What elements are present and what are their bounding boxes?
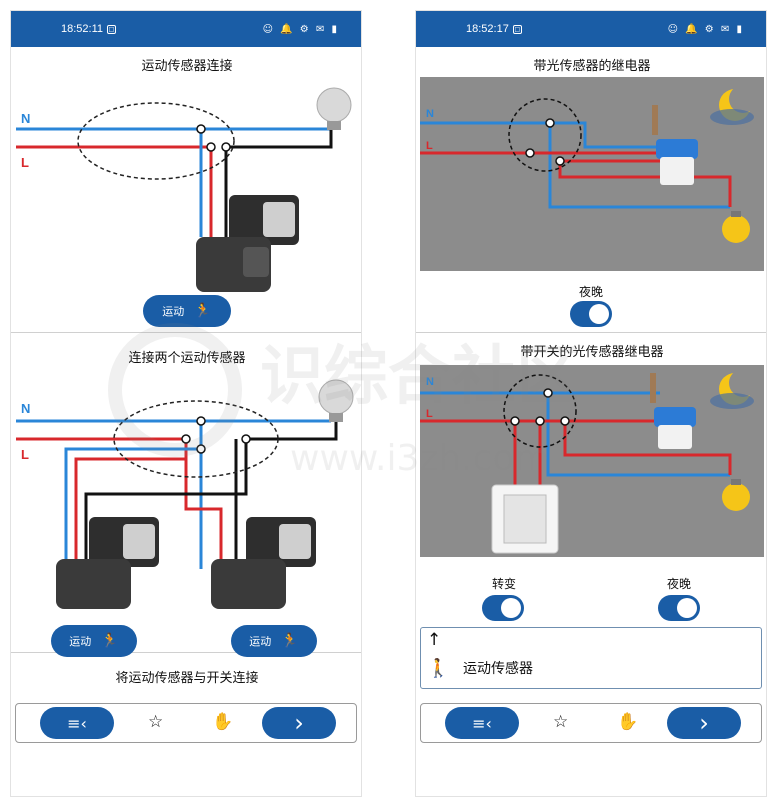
toggle-knob xyxy=(677,598,697,618)
live-label: L xyxy=(426,408,433,420)
live-label: L xyxy=(21,155,29,170)
status-time: 18:52:17 xyxy=(466,23,509,35)
wiring-diagram-two-sensors: N L xyxy=(16,379,354,609)
live-label: L xyxy=(21,447,29,462)
star-icon[interactable]: ☆ xyxy=(553,712,569,732)
sensor-card-label: 运动传感器 xyxy=(463,661,533,677)
live-label: L xyxy=(426,140,433,152)
status-bar: 18:52:17 □ ☺ 🔔 ⚙ ✉ ▮ xyxy=(416,11,766,47)
wiring-diagram-single-sensor: N L xyxy=(16,87,352,292)
next-button[interactable]: › xyxy=(262,707,336,739)
section-sensor-with-switch: 将运动传感器与开关连接 xyxy=(11,653,361,713)
bottom-navigation-bar: ≡‹ ☆ ✋ › xyxy=(420,703,762,743)
run-icon: 🏃 xyxy=(281,633,299,649)
switch-toggle[interactable] xyxy=(482,595,524,621)
motion-button-label: 运动 xyxy=(162,305,185,318)
motion-sensor-icon: 🚶 xyxy=(427,658,450,679)
wall-switch-icon xyxy=(491,484,559,554)
motion-button[interactable]: 运动 🏃 xyxy=(143,295,231,327)
moon-stars-icon xyxy=(710,369,757,409)
section-motion-sensor-connection: 运动传感器连接 N L 运动 � xyxy=(11,47,361,333)
light-sensor-relay-icon xyxy=(652,105,698,185)
section-title: 运动传感器连接 xyxy=(141,59,233,74)
section-title: 带开关的光传感器继电器 xyxy=(520,345,664,360)
up-arrow-icon: ↑ xyxy=(427,630,442,650)
toggle-knob xyxy=(589,304,609,324)
motion-button-sensor-1[interactable]: 运动 🏃 xyxy=(51,625,137,657)
light-bulb-icon xyxy=(722,211,750,243)
left-phone-screen: 18:52:11 □ ☺ 🔔 ⚙ ✉ ▮ 运动传感器连接 N L xyxy=(10,10,362,797)
light-sensor-relay-icon xyxy=(650,373,696,449)
motion-button-label: 运动 xyxy=(249,635,272,648)
neutral-label: N xyxy=(21,401,30,416)
night-toggle-label: 夜晚 xyxy=(666,577,691,591)
next-icon: › xyxy=(699,709,709,737)
next-icon: › xyxy=(294,709,304,737)
light-bulb-icon xyxy=(316,87,352,130)
star-icon[interactable]: ☆ xyxy=(148,712,164,732)
right-phone-screen: 18:52:17 □ ☺ 🔔 ⚙ ✉ ▮ 带光传感器的继电器 N L xyxy=(415,10,767,797)
moon-stars-icon xyxy=(710,85,757,125)
section-two-motion-sensors: 连接两个运动传感器 N L xyxy=(11,333,361,657)
run-icon: 🏃 xyxy=(101,633,119,649)
section-relay-light-sensor: 带光传感器的继电器 N L xyxy=(416,47,766,333)
motion-button-sensor-2[interactable]: 运动 🏃 xyxy=(231,625,317,657)
motion-sensor-card[interactable]: ↑ 🚶 运动传感器 xyxy=(420,627,762,689)
hand-icon[interactable]: ✋ xyxy=(212,712,234,732)
motion-sensor-device-icon xyxy=(211,517,316,609)
wiring-diagram-light-sensor-relay: N L xyxy=(420,77,764,271)
run-icon: 🏃 xyxy=(194,303,212,319)
neutral-label: N xyxy=(21,111,30,126)
menu-icon: ≡‹ xyxy=(67,713,87,733)
status-time: 18:52:11 xyxy=(61,23,104,35)
switch-toggle-label: 转变 xyxy=(491,577,516,591)
menu-icon: ≡‹ xyxy=(472,713,492,733)
neutral-label: N xyxy=(426,108,434,120)
menu-button[interactable]: ≡‹ xyxy=(445,707,519,739)
night-toggle[interactable] xyxy=(658,595,700,621)
hand-icon[interactable]: ✋ xyxy=(617,712,639,732)
night-toggle[interactable] xyxy=(570,301,612,327)
section-title: 将运动传感器与开关连接 xyxy=(115,671,259,686)
sim-icon: □ xyxy=(512,24,522,34)
toggle-knob xyxy=(501,598,521,618)
menu-button[interactable]: ≡‹ xyxy=(40,707,114,739)
wiring-diagram-light-sensor-switch: N L xyxy=(420,365,764,557)
sim-icon: □ xyxy=(107,24,117,34)
neutral-label: N xyxy=(426,376,434,388)
light-bulb-icon xyxy=(722,479,750,511)
motion-sensor-device-icon xyxy=(56,517,159,609)
bottom-navigation-bar: ≡‹ ☆ ✋ › xyxy=(15,703,357,743)
section-title: 带光传感器的继电器 xyxy=(533,59,651,74)
section-title: 连接两个运动传感器 xyxy=(128,351,246,366)
night-toggle-label: 夜晚 xyxy=(578,285,603,299)
status-icons: ☺ 🔔 ⚙ ✉ ▮ xyxy=(262,23,339,35)
motion-sensor-device-icon xyxy=(196,195,299,292)
next-button[interactable]: › xyxy=(667,707,741,739)
light-bulb-icon xyxy=(318,379,354,422)
status-bar: 18:52:11 □ ☺ 🔔 ⚙ ✉ ▮ xyxy=(11,11,361,47)
motion-button-label: 运动 xyxy=(69,635,92,648)
section-relay-light-sensor-with-switch: 带开关的光传感器继电器 N L xyxy=(416,333,766,623)
status-icons: ☺ 🔔 ⚙ ✉ ▮ xyxy=(667,23,744,35)
